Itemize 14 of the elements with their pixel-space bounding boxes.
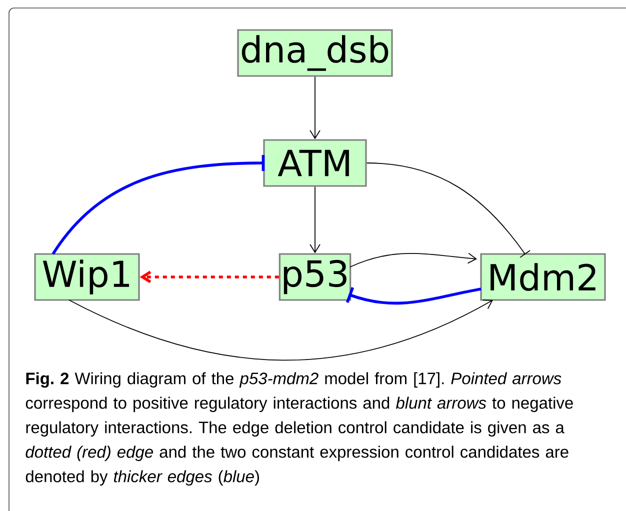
- caption: Fig. 2 Wiring diagram of the p53-mdm2 model from [17]. Pointed arrows correspond to positive regulatory interactions and blunt arrows to negative regulatory interactions. The edge deletion control candidate is given as a dotted (red) edge and the two constant expression control candidates are denoted by thicker edges (blue): [26, 372, 573, 486]
- arrow: [140, 270, 279, 284]
- gene-box: Mdm2: [480, 253, 606, 301]
- gene-box: dna_dsb: [237, 29, 393, 77]
- gene-box: Wip1: [34, 253, 140, 301]
- arrow: [52, 155, 265, 255]
- gene-box: ATM: [263, 139, 367, 187]
- arrow: [68, 300, 494, 361]
- arrow: [310, 76, 320, 140]
- gene-box: p53: [278, 253, 352, 301]
- arrow: [366, 162, 530, 258]
- arrow: [350, 252, 478, 268]
- arrow: [346, 287, 482, 305]
- arrow: [310, 186, 320, 254]
